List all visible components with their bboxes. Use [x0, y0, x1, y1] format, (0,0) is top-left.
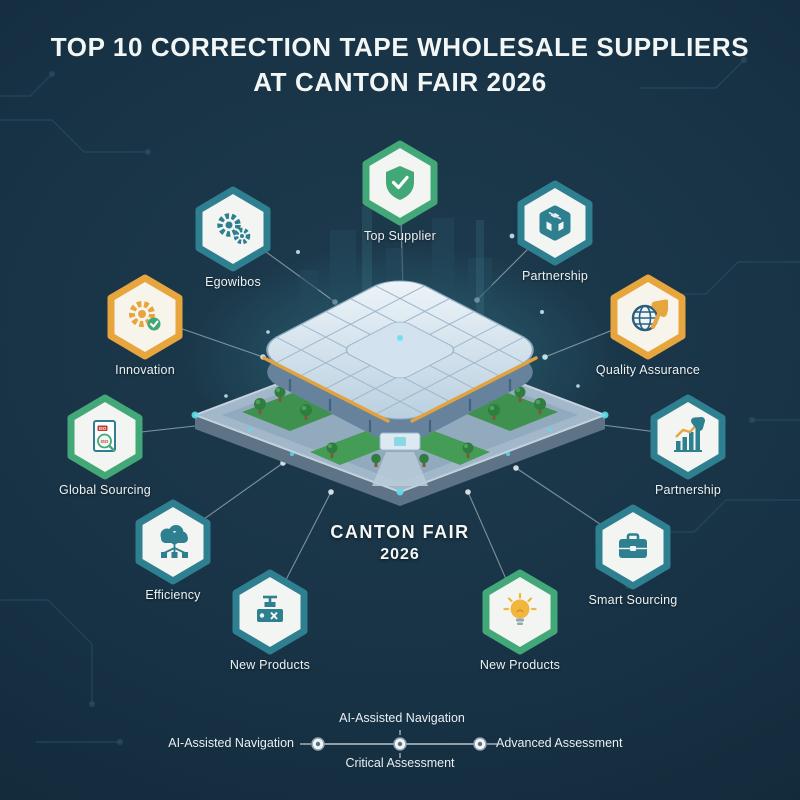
timeline-label-left: AI-Assisted Navigation: [168, 736, 294, 750]
timeline-label-top: AI-Assisted Navigation: [339, 711, 465, 725]
center-label: CANTON FAIR 2026: [300, 522, 500, 564]
badge-partnership-top: Partnership: [495, 180, 615, 283]
hexagon-frame: [134, 499, 212, 585]
hexagon-frame: [649, 394, 727, 480]
shield-check-icon: [380, 163, 420, 203]
badge-innovation: Innovation: [85, 274, 205, 377]
timeline-label-right: Advanced Assessment: [496, 736, 623, 750]
press-machine-icon: [250, 592, 290, 632]
roof-trim-right: [410, 356, 538, 423]
glass-roof: [266, 280, 534, 420]
grass-areas: [242, 387, 558, 465]
badge-new-products-right: New Products: [460, 569, 580, 672]
lightbulb-icon: [500, 592, 540, 632]
glow-dots: [191, 335, 609, 496]
hexagon-frame: [516, 180, 594, 266]
center-label-year: 2026: [380, 546, 420, 563]
badge-label: Smart Sourcing: [588, 593, 678, 607]
timeline: AI-Assisted Navigation AI-Assisted Navig…: [0, 708, 800, 788]
page-title: TOP 10 CORRECTION TAPE WHOLESALE SUPPLIE…: [0, 30, 800, 100]
hexagon-frame: [194, 186, 272, 272]
center-label-name: CANTON FAIR: [330, 522, 470, 542]
platform-top: [194, 337, 606, 493]
walkway: [372, 452, 428, 486]
trees: [254, 386, 546, 467]
wall-windows: [288, 379, 512, 432]
hexagon-frame: [361, 140, 439, 226]
timeline-label-bottom: Critical Assessment: [345, 756, 455, 770]
hexagon-frame: [594, 504, 672, 590]
entrance: [379, 432, 421, 451]
package-icon: [535, 203, 575, 243]
title-line-2: AT CANTON FAIR 2026: [253, 67, 547, 98]
badge-quality-assurance: Quality Assurance: [588, 274, 708, 377]
bar-chart-icon: [668, 417, 708, 457]
cloud-network-icon: [153, 522, 193, 562]
badge-label: Partnership: [654, 483, 722, 497]
hexagon-frame: [609, 274, 687, 360]
timeline-dot: [473, 737, 487, 751]
badge-partnership-right: Partnership: [628, 394, 748, 497]
svg-text:ISO: ISO: [99, 426, 107, 431]
roof-trim-left: [262, 356, 390, 423]
iso-document-icon: ISO ISO: [85, 417, 125, 457]
hexagon-frame: ISO ISO: [66, 394, 144, 480]
briefcase-icon: [613, 527, 653, 567]
timeline-track: [300, 730, 497, 758]
building-walls: [267, 302, 533, 442]
hexagon-frame: [231, 569, 309, 655]
badge-global-sourcing: ISO ISO Global Sourcing: [45, 394, 165, 497]
badge-top-supplier: Top Supplier: [340, 140, 460, 243]
globe-growth-icon: [628, 297, 668, 337]
gears-pair-icon: [213, 209, 253, 249]
badge-label: Egowibos: [205, 275, 261, 289]
badge-label: New Products: [229, 658, 311, 672]
badge-efficiency: Efficiency: [113, 499, 233, 602]
gear-check-icon: [125, 297, 165, 337]
timeline-dot: [393, 737, 407, 751]
platform-side: [195, 415, 605, 506]
badge-label: Efficiency: [145, 588, 201, 602]
badge-label: Top Supplier: [364, 229, 436, 243]
badge-label: Partnership: [521, 269, 589, 283]
badge-label: Quality Assurance: [595, 363, 701, 377]
platform-inner: [222, 348, 578, 482]
hexagon-frame: [481, 569, 559, 655]
badge-smart-sourcing: Smart Sourcing: [573, 504, 693, 607]
badge-label: Global Sourcing: [59, 483, 151, 497]
badge-label: New Products: [479, 658, 561, 672]
timeline-dot: [311, 737, 325, 751]
badge-label: Innovation: [115, 363, 175, 377]
hexagon-frame: [106, 274, 184, 360]
title-line-1: TOP 10 CORRECTION TAPE WHOLESALE SUPPLIE…: [50, 32, 750, 62]
svg-text:ISO: ISO: [101, 439, 109, 444]
